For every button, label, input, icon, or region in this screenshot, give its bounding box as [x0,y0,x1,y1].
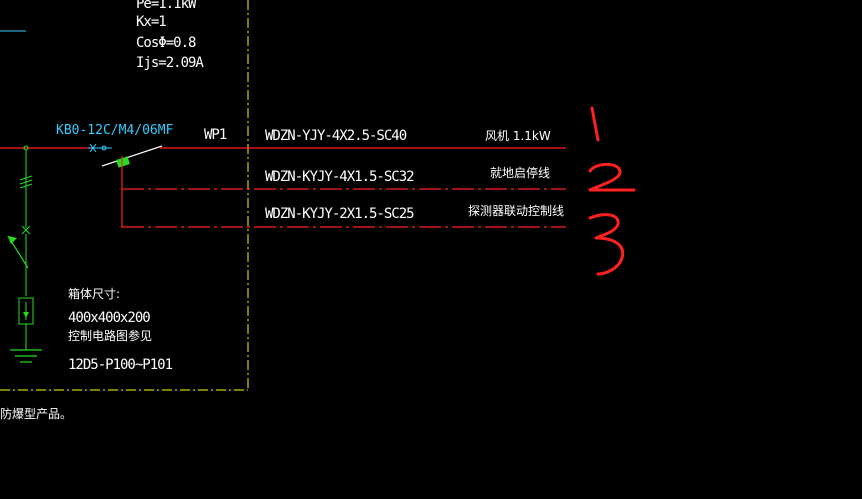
circuit-cable: WDZN-YJY-4X2.5-SC40 [265,128,407,144]
annotation-2: 2 [588,162,636,192]
footer-note: 防爆型产品。 [0,406,72,421]
circuit-row-1: WDZN-YJY-4X2.5-SC40 风机 1.1kW [265,128,551,144]
circuit-desc: 探测器联动控制线 [468,204,564,218]
load-parameters: Pe=1.1kW Kx=1 CosΦ=0.8 Ijs=2.09A [136,0,205,71]
param-ijs: Ijs=2.09A [136,55,204,71]
box-note-line4: 12D5-P100~P101 [68,357,173,373]
circuit-desc: 风机 1.1kW [485,129,551,143]
fuse-icon [18,297,34,350]
param-pe: Pe=1.1kW [136,0,197,12]
annotation-1: 1 [590,106,600,142]
circuit-cable: WDZN-KYJY-4X1.5-SC32 [265,169,414,185]
circuit-id: WP1 [204,127,227,143]
annotation-3: 3 [588,213,625,276]
breaker-contact-icon [88,143,163,228]
green-circuit [7,145,33,296]
circuit-cable: WDZN-KYJY-2X1.5-SC25 [265,206,414,222]
breaker-label: KB0-12C/M4/06MF [56,123,174,138]
ground-icon [10,349,42,363]
box-note: 箱体尺寸: 400x400x200 控制电路图参见 12D5-P100~P101 [68,286,174,373]
param-kx: Kx=1 [136,14,166,30]
annotation-numbers: 1 2 3 [588,106,636,276]
box-note-line3: 控制电路图参见 [68,328,152,343]
circuit-desc: 就地启停线 [490,165,550,180]
distribution-box-border [0,0,249,391]
box-note-line2: 400x400x200 [68,310,150,326]
param-cos: CosΦ=0.8 [136,35,196,51]
circuit-row-2: WDZN-KYJY-4X1.5-SC32 就地启停线 [265,165,550,185]
circuit-row-3: WDZN-KYJY-2X1.5-SC25 探测器联动控制线 [265,204,564,222]
box-note-line1: 箱体尺寸: [68,286,120,301]
